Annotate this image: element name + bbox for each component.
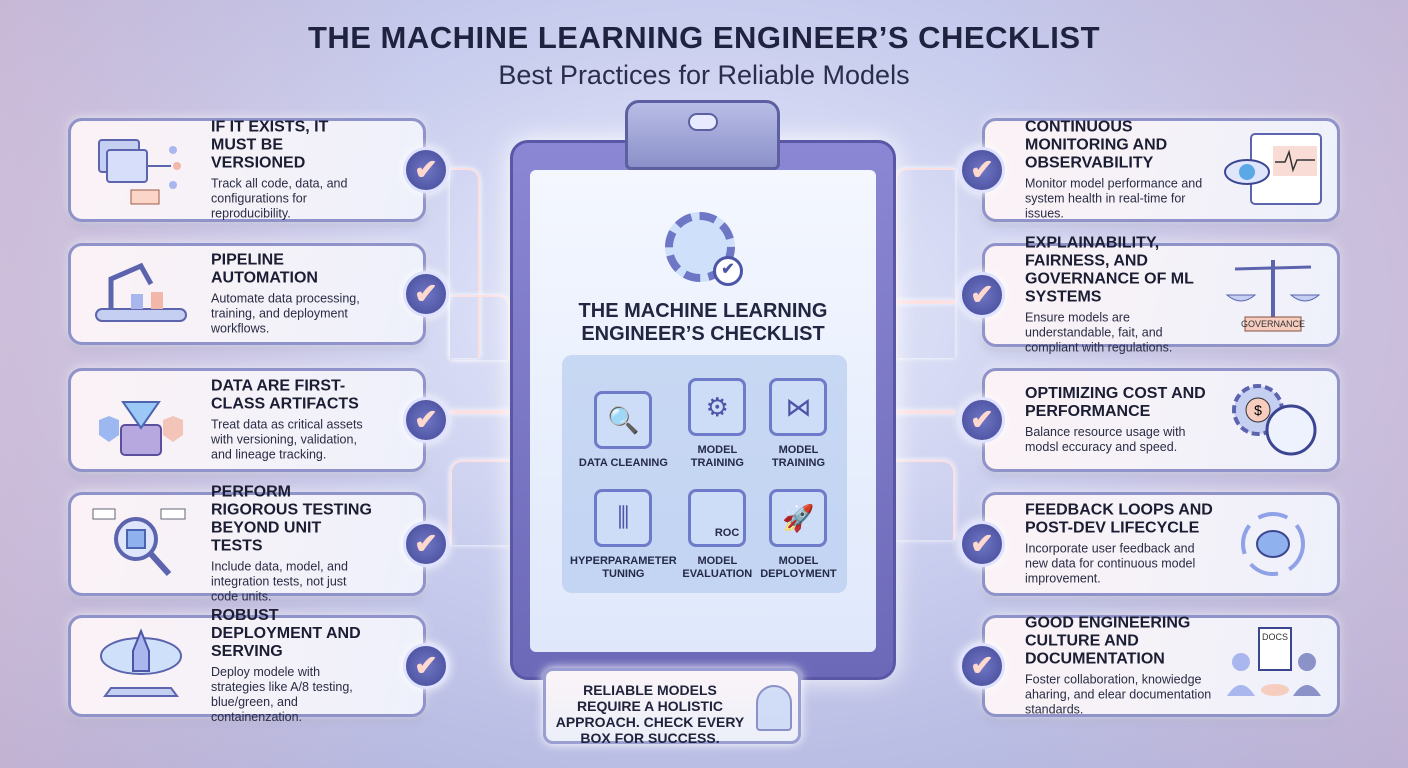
card-description: Foster collaboration, knowiedge aharing,… [1025, 672, 1212, 717]
checkbox-checked-icon[interactable]: ✔ [403, 147, 449, 193]
step-label: MODEL DEPLOYMENT [760, 555, 837, 580]
checklist-card-explainability: ✔ EXPLAINABILITY, FAIRNESS, AND GOVERNAN… [959, 235, 1340, 355]
card-description: Automate data processing, training, and … [211, 291, 360, 336]
data-diamond-chest-icon [91, 380, 191, 460]
docs-label: DOCS [1262, 632, 1288, 642]
checkbox-checked-icon[interactable]: ✔ [959, 643, 1005, 689]
step-label: DATA CLEANING [578, 457, 668, 469]
svg-text:$: $ [1254, 402, 1262, 418]
gear-brain-check-icon: ✔ [665, 212, 743, 286]
brain-cycle-icon [1223, 504, 1323, 584]
connector-line [895, 410, 955, 414]
checklist-card-cost: ✔ OPTIMIZING COST AND PERFORMANCE Balance… [959, 368, 1340, 472]
page-title: THE MACHINE LEARNING ENGINEER’S CHECKLIS… [307, 20, 1101, 55]
connector-line [450, 168, 480, 358]
card-description: Incorporate user feedback and new data f… [1025, 541, 1196, 586]
checkbox-checked-icon[interactable]: ✔ [959, 147, 1005, 193]
rocket-cloud-icon [91, 626, 191, 706]
card-description: Balance resource usage with modsl eccura… [1025, 425, 1186, 454]
step-model-deployment: 🚀 MODEL DEPLOYMENT [758, 474, 839, 585]
card-description: Treat data as critical assets with versi… [211, 417, 363, 462]
versioned-folders-icon [91, 130, 191, 210]
card-title: PIPELINE AUTOMATION [211, 251, 318, 287]
roc-curve-icon: ROC [688, 489, 747, 547]
card-title: PERFORM RIGOROUS TESTING BEYOND UNIT TES… [211, 483, 372, 555]
card-title: GOOD ENGINEERING CULTURE AND DOCUMENTATI… [1025, 614, 1191, 668]
card-title: ROBUST DEPLOYMENT AND SERVING [211, 607, 361, 660]
handshake-docs-icon: DOCS [1223, 626, 1323, 706]
clipboard-title: THE MACHINE LEARNING ENGINEER’S CHECKLIS… [578, 300, 828, 345]
card-description: Include data, model, and integration tes… [211, 559, 348, 604]
step-model-training: ⚙ MODEL TRAINING [677, 363, 758, 474]
card-description: Ensure models are understandable, fait, … [1025, 310, 1173, 355]
checkbox-checked-icon[interactable]: ✔ [403, 397, 449, 443]
checklist-card-feedback: ✔ FEEDBACK LOOPS AND POST-DEV LIFECYCLE I… [959, 492, 1340, 596]
summary-banner: RELIABLE MODELS REQUIRE A HOLISTIC APPRO… [543, 668, 801, 746]
glass-dome-cube-icon [756, 685, 792, 731]
step-label: MODEL EVALUATION [682, 555, 753, 580]
robot-arm-conveyor-icon [91, 254, 191, 334]
checkbox-checked-icon[interactable]: ✔ [959, 521, 1005, 567]
checkbox-checked-icon[interactable]: ✔ [403, 521, 449, 567]
connector-line [895, 300, 955, 304]
card-title: EXPLAINABILITY, FAIRNESS, AND GOVERNANCE… [1025, 234, 1194, 306]
connector-line [450, 460, 510, 545]
brain-weights-icon: ⚙ [688, 378, 747, 436]
card-title: FEEDBACK LOOPS AND POST-DEV LIFECYCLE [1025, 501, 1213, 537]
checkbox-checked-icon[interactable]: ✔ [959, 272, 1005, 318]
connector-line [450, 295, 510, 360]
step-data-cleaning: 🔍 DATA CLEANING [570, 363, 677, 474]
page-subtitle: Best Practices for Reliable Models [498, 60, 910, 90]
card-title: IF IT EXISTS, IT MUST BE VERSIONED [211, 118, 329, 172]
scales-icon: GOVERNANCE [1223, 255, 1323, 335]
card-title: CONTINUOUS MONITORING AND OBSERVABILITY [1025, 118, 1168, 172]
rocket-servers-icon: 🚀 [769, 489, 828, 547]
checkbox-checked-icon[interactable]: ✔ [959, 397, 1005, 443]
eye-dashboard-icon [1223, 130, 1323, 210]
connector-line [895, 168, 955, 358]
checkbox-checked-icon[interactable]: ✔ [403, 643, 449, 689]
checklist-card-pipeline: PIPELINE AUTOMATION Automate data process… [68, 243, 449, 345]
neural-network-icon: ⋈ [769, 378, 828, 436]
magnifier-cube-icon [91, 504, 191, 584]
card-title: DATA ARE FIRST-CLASS ARTIFACTS [211, 377, 359, 413]
card-description: Track all code, data, and configurations… [211, 176, 348, 221]
card-description: Monitor model performance and system hea… [1025, 176, 1203, 221]
card-description: Deploy modele with strategies like A/8 t… [211, 665, 353, 724]
connector-line [450, 410, 510, 414]
gear-dollar-stopwatch-icon: $ [1223, 380, 1323, 460]
step-model-evaluation: ROC MODEL EVALUATION [677, 474, 758, 585]
checklist-card-culture: ✔ GOOD ENGINEERING CULTURE AND DOCUMENTA… [959, 614, 1340, 717]
checkbox-checked-icon[interactable]: ✔ [403, 271, 449, 317]
step-label: HYPERPARAMETER TUNING [570, 555, 677, 580]
governance-label: GOVERNANCE [1241, 319, 1305, 329]
step-label: MODEL TRAINING [771, 444, 826, 469]
card-title: OPTIMIZING COST AND PERFORMANCE [1025, 385, 1206, 420]
workflow-steps-grid: 🔍 DATA CLEANING ⚙ MODEL TRAINING ⋈ MODEL TR… [562, 355, 847, 593]
connector-line [895, 460, 955, 540]
checklist-card-testing: PERFORM RIGOROUS TESTING BEYOND UNIT TES… [68, 484, 449, 604]
step-label: MODEL TRAINING [690, 444, 744, 469]
roc-label: ROC [714, 527, 740, 539]
clipboard-clip [625, 100, 780, 170]
step-model-training-network: ⋈ MODEL TRAINING [758, 363, 839, 474]
magnifier-chart-icon: 🔍 [594, 391, 653, 449]
sliders-icon: ⫼ [594, 489, 653, 547]
checklist-card-monitoring: ✔ CONTINUOUS MONITORING AND OBSERVABILIT… [959, 118, 1340, 222]
step-hyperparameter-tuning: ⫼ HYPERPARAMETER TUNING [570, 474, 677, 585]
checklist-card-data-artifacts: DATA ARE FIRST-CLASS ARTIFACTS Treat data… [68, 368, 449, 472]
summary-text: RELIABLE MODELS REQUIRE A HOLISTIC APPRO… [555, 682, 745, 746]
